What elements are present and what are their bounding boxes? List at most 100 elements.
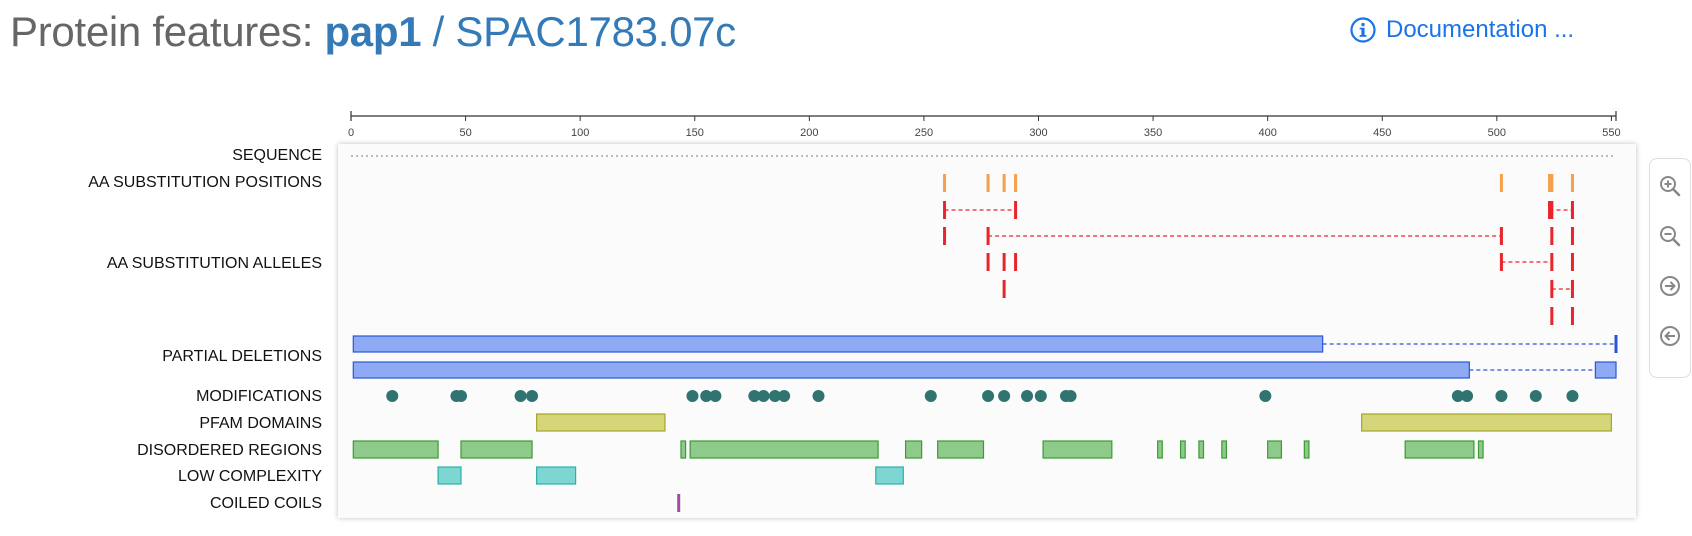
aa-position-mark bbox=[1570, 174, 1574, 192]
disordered-region bbox=[1404, 440, 1475, 459]
low-complexity-track bbox=[437, 466, 904, 485]
modification-dot bbox=[1259, 390, 1272, 402]
allele-mark bbox=[1014, 253, 1018, 271]
deletion-end-mark bbox=[1614, 335, 1618, 353]
title-prefix: Protein features: bbox=[10, 8, 314, 55]
disordered-region bbox=[1267, 440, 1283, 459]
disordered-region bbox=[1179, 440, 1186, 459]
track-label-aa-positions: AA SUBSTITUTION POSITIONS bbox=[88, 174, 322, 191]
axis-tick-label: 400 bbox=[1258, 127, 1276, 139]
axis-tick-label: 100 bbox=[571, 127, 589, 139]
modification-dot bbox=[1034, 390, 1047, 402]
deletion-bar bbox=[352, 361, 1470, 379]
documentation-label: Documentation ... bbox=[1386, 16, 1575, 43]
disordered-region bbox=[1303, 440, 1310, 459]
allele-mark bbox=[1550, 307, 1554, 325]
pfam-domain bbox=[1361, 413, 1613, 432]
aa-position-mark bbox=[1002, 174, 1006, 192]
info-circle-icon bbox=[1350, 17, 1376, 43]
allele-mark bbox=[1550, 280, 1554, 298]
allele-mark bbox=[1002, 253, 1006, 271]
zoom-out-icon[interactable] bbox=[1659, 225, 1681, 247]
modification-dot bbox=[455, 390, 467, 402]
modification-dot bbox=[700, 390, 713, 402]
disordered-region bbox=[680, 440, 687, 459]
aa-position-mark bbox=[986, 174, 990, 192]
allele-mark bbox=[1570, 227, 1574, 245]
title-separator: / bbox=[432, 8, 445, 55]
track-label-low-complexity: LOW COMPLEXITY bbox=[177, 468, 322, 485]
disordered-region bbox=[1157, 440, 1163, 459]
low-complexity-region bbox=[437, 466, 462, 485]
modification-dot bbox=[709, 390, 722, 402]
track-label-sequence: SEQUENCE bbox=[232, 147, 322, 164]
zoom-controls bbox=[1649, 158, 1691, 378]
modification-dot bbox=[778, 390, 791, 402]
allele-mark bbox=[943, 227, 947, 245]
deletion-bar bbox=[1594, 361, 1617, 379]
aa-positions-track bbox=[943, 174, 1574, 192]
zoom-in-icon[interactable] bbox=[1659, 175, 1681, 197]
track-label-disordered: DISORDERED REGIONS bbox=[137, 442, 322, 459]
disordered-track bbox=[352, 440, 1484, 459]
disordered-region bbox=[1221, 440, 1228, 459]
axis-tick-label: 300 bbox=[1029, 127, 1047, 139]
axis-tick-label: 500 bbox=[1488, 127, 1506, 139]
track-label-partial-deletions: PARTIAL DELETIONS bbox=[162, 348, 322, 365]
documentation-link[interactable]: Documentation ... bbox=[1350, 16, 1574, 44]
axis-tick-label: 450 bbox=[1373, 127, 1391, 139]
disordered-region bbox=[937, 440, 985, 459]
modification-dot bbox=[998, 390, 1011, 402]
track-label-aa-alleles: AA SUBSTITUTION ALLELES bbox=[106, 255, 322, 272]
pfam-track bbox=[536, 413, 1613, 432]
modification-dot bbox=[924, 390, 937, 402]
modification-dot bbox=[982, 390, 995, 402]
allele-mark bbox=[1499, 227, 1503, 245]
disordered-region bbox=[460, 440, 533, 459]
modification-dot bbox=[1529, 390, 1542, 402]
modification-dot bbox=[386, 390, 399, 402]
disordered-region bbox=[904, 440, 923, 459]
low-complexity-region bbox=[536, 466, 577, 485]
modification-dot bbox=[748, 390, 761, 402]
allele-mark bbox=[1548, 201, 1552, 219]
allele-mark bbox=[1550, 253, 1554, 271]
modification-dot bbox=[1021, 390, 1034, 402]
modification-dot bbox=[686, 390, 699, 402]
disordered-region bbox=[1042, 440, 1113, 459]
allele-mark bbox=[1550, 227, 1554, 245]
allele-mark bbox=[1570, 201, 1574, 219]
low-complexity-region bbox=[875, 466, 904, 485]
arrow-left-circle-icon[interactable] bbox=[1659, 325, 1681, 347]
modification-dot bbox=[768, 390, 781, 402]
axis-tick-label: 550 bbox=[1602, 127, 1620, 139]
disordered-region bbox=[1477, 440, 1484, 459]
disordered-region bbox=[689, 440, 879, 459]
modification-dot bbox=[757, 390, 770, 402]
allele-mark bbox=[1499, 253, 1503, 271]
axis-tick-label: 350 bbox=[1144, 127, 1162, 139]
axis-tick-label: 50 bbox=[459, 127, 471, 139]
systematic-id-link[interactable]: SPAC1783.07c bbox=[455, 8, 736, 55]
allele-mark bbox=[1570, 280, 1574, 298]
aa-position-mark bbox=[1550, 174, 1554, 192]
arrow-right-circle-icon[interactable] bbox=[1659, 275, 1681, 297]
track-label-modifications: MODIFICATIONS bbox=[196, 388, 322, 405]
allele-mark bbox=[1570, 307, 1574, 325]
axis-tick-label: 0 bbox=[348, 127, 354, 139]
track-label-coiled-coils: COILED COILS bbox=[209, 495, 322, 512]
disordered-region bbox=[1198, 440, 1205, 459]
axis-tick-label: 150 bbox=[686, 127, 704, 139]
partial-deletions-track bbox=[352, 335, 1618, 379]
coiled-coils-track bbox=[677, 494, 681, 512]
allele-mark bbox=[1002, 280, 1006, 298]
allele-mark bbox=[1570, 253, 1574, 271]
modification-dot bbox=[1566, 390, 1579, 402]
gene-name-link[interactable]: pap1 bbox=[324, 8, 422, 55]
track-label-pfam: PFAM DOMAINS bbox=[199, 415, 322, 432]
coiled-coil-mark bbox=[677, 494, 681, 512]
allele-mark bbox=[986, 253, 990, 271]
modification-dot bbox=[1495, 390, 1508, 402]
